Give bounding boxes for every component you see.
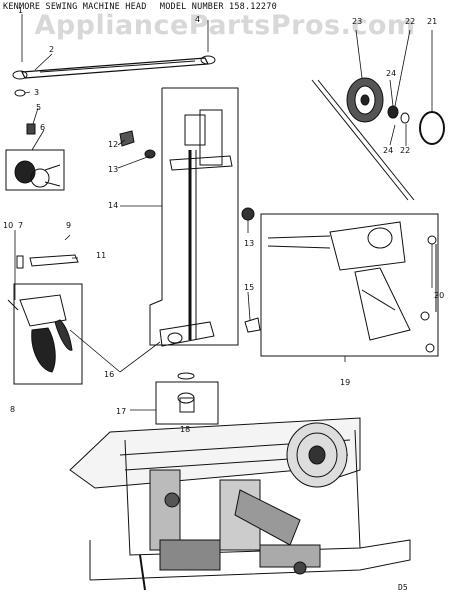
machine-head-body	[69, 417, 411, 591]
callout-16: 16	[104, 370, 114, 379]
callout-12: 12	[108, 140, 118, 149]
callout-4: 4	[195, 15, 200, 24]
callout-13b: 13	[244, 239, 254, 248]
callout-11: 11	[96, 251, 106, 260]
callout-2: 2	[49, 45, 54, 54]
callout-1: 1	[18, 6, 23, 15]
part-stitch-regulator	[260, 213, 439, 357]
callout-8: 8	[10, 405, 15, 414]
callout-22b: 22	[400, 146, 410, 155]
callout-20: 20	[434, 291, 444, 300]
callout-21: 21	[427, 17, 437, 26]
callout-22a: 22	[405, 17, 415, 26]
callout-labels: 1 2 3 4 5 6 7 8 9 10 11 12 13 14 13 15 1…	[3, 6, 444, 434]
callout-7: 7	[18, 221, 23, 230]
callout-6: 6	[40, 123, 45, 132]
part-bushing	[155, 372, 219, 425]
part-bracket	[119, 130, 255, 221]
part-pulley-assembly	[311, 77, 445, 201]
callout-24b: 24	[383, 146, 393, 155]
callout-24a: 24	[386, 69, 396, 78]
callout-9: 9	[66, 221, 71, 230]
page-code: D5	[398, 583, 408, 592]
part-needle-bar-frame	[149, 87, 239, 347]
part-presser-foot-assembly	[7, 254, 83, 385]
part-top-bar	[12, 55, 216, 97]
callout-14: 14	[108, 201, 118, 210]
callout-23: 23	[352, 17, 362, 26]
callout-19: 19	[340, 378, 350, 387]
callout-15: 15	[244, 283, 254, 292]
callout-18: 18	[180, 425, 190, 434]
part-bobbin-assembly	[5, 123, 65, 191]
callout-13a: 13	[108, 165, 118, 174]
callout-10: 10	[3, 221, 13, 230]
model-number: MODEL NUMBER 158.12270	[159, 2, 277, 12]
callout-5: 5	[36, 103, 41, 112]
part-clip	[244, 317, 261, 333]
leader-lines	[14, 14, 433, 411]
diagram-title: KENMORE SEWING MACHINE HEAD	[3, 2, 147, 12]
callout-3: 3	[34, 88, 39, 97]
watermark: AppliancePartsPros.com	[34, 10, 416, 41]
callout-17: 17	[116, 407, 126, 416]
diagram-header: KENMORE SEWING MACHINE HEAD MODEL NUMBER…	[3, 2, 285, 12]
